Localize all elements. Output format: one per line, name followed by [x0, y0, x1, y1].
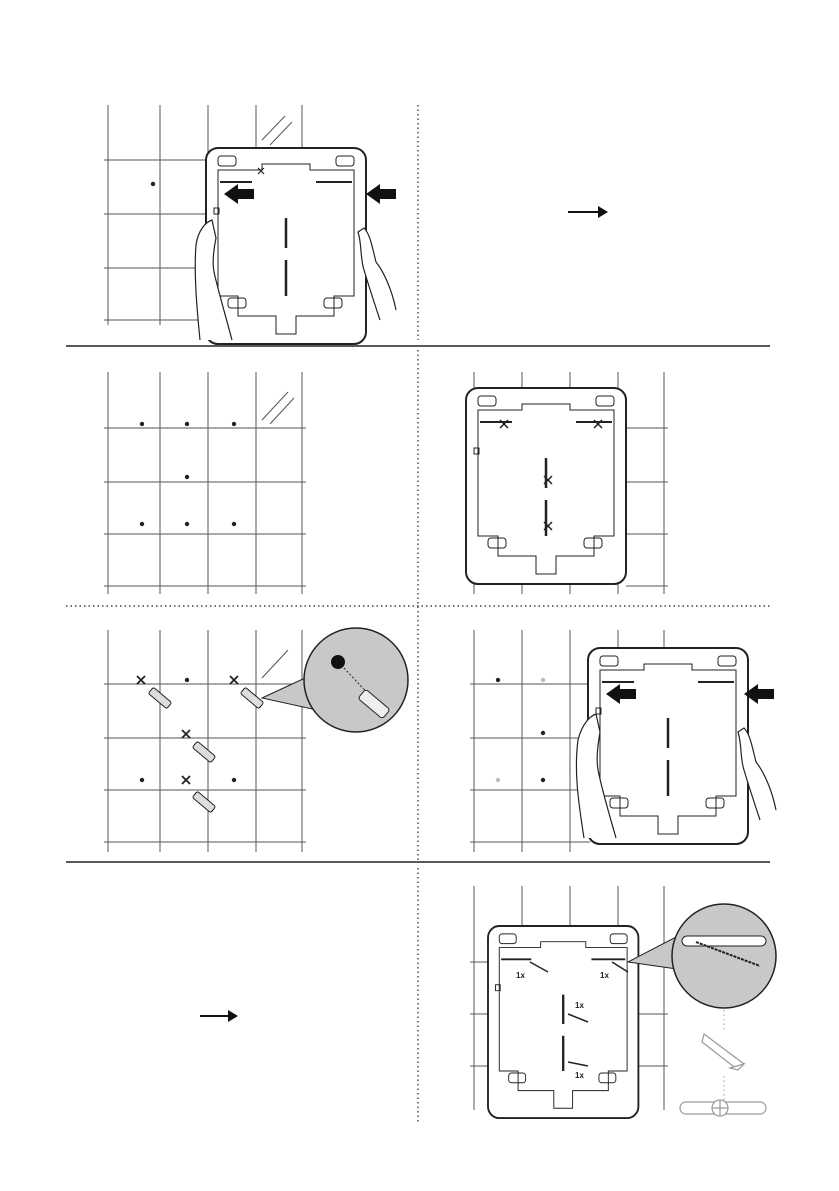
- step-1-align-plate: [104, 105, 396, 344]
- step-7-screw-plate: 1x 1x 1x 1x: [470, 886, 776, 1118]
- drill-mark-icon: [140, 422, 236, 526]
- drill-mark-icon: [151, 182, 155, 186]
- step-3-plate-with-marks: [466, 372, 668, 594]
- step-4-drill-and-plug: [104, 628, 408, 852]
- magnifier-icon: [262, 628, 408, 732]
- pencil-icon: [702, 1034, 744, 1070]
- mounting-plate: [588, 648, 748, 844]
- mounting-plate: [206, 148, 366, 344]
- tile-grid-icon: [104, 372, 306, 594]
- screw-count-label: 1x: [575, 1071, 584, 1080]
- step-1-next-arrow: [568, 206, 608, 218]
- screw-count-label: 1x: [516, 971, 525, 980]
- spirit-level-icon: [680, 1100, 766, 1116]
- tile-grid-icon: [104, 630, 306, 852]
- step-6-next-arrow: [200, 1010, 238, 1022]
- magnifier-icon: [628, 904, 776, 1008]
- step-2-marked-holes: [104, 372, 306, 594]
- screw-count-label: 1x: [600, 971, 609, 980]
- step-5-place-plate: [470, 630, 776, 852]
- screw-count-label: 1x: [575, 1001, 584, 1010]
- wall-plug-icon: [148, 687, 264, 813]
- mounting-plate: [488, 926, 638, 1118]
- mounting-plate: [466, 388, 626, 584]
- push-arrow-icon: [366, 184, 396, 204]
